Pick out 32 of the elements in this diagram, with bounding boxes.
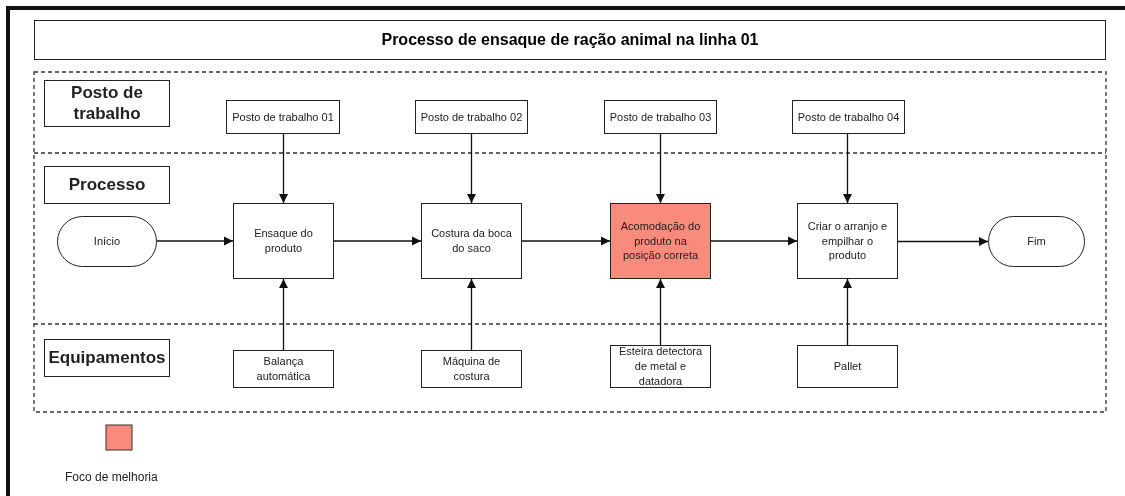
process-box: Ensaque do produto [233, 203, 334, 279]
arrow [156, 236, 234, 246]
arrow [897, 236, 989, 247]
equipment-box: Balança automática [233, 350, 334, 388]
lane-header: Processo [44, 166, 170, 204]
arrow [278, 278, 289, 351]
arrow [842, 278, 853, 346]
terminal-shape: Fim [988, 216, 1085, 267]
workstation-box: Posto de trabalho 03 [604, 100, 717, 134]
equipment-box: Máquina de costura [421, 350, 522, 388]
arrow [278, 133, 289, 204]
workstation-box: Posto de trabalho 04 [792, 100, 905, 134]
process-box: Acomodação do produto na posição correta [610, 203, 711, 279]
arrow [655, 133, 666, 204]
equipment-box: Pallet [797, 345, 898, 388]
arrow [655, 278, 666, 346]
terminal-shape: Início [57, 216, 157, 267]
arrow [842, 133, 853, 204]
process-box: Costura da boca do saco [421, 203, 522, 279]
lane-header: Equipamentos [44, 339, 170, 377]
diagram-title: Processo de ensaque de ração animal na linha 01 [34, 20, 1106, 60]
arrow [333, 236, 422, 246]
workstation-box: Posto de trabalho 01 [226, 100, 340, 134]
arrow [710, 236, 798, 246]
workstation-box: Posto de trabalho 02 [415, 100, 528, 134]
legend-label: Foco de melhoria [65, 470, 158, 484]
arrow [521, 236, 611, 246]
equipment-box: Esteira detectora de metal e datadora [610, 345, 711, 388]
arrow [466, 278, 477, 351]
process-box: Criar o arranjo e empilhar o produto [797, 203, 898, 279]
lane-header: Posto de trabalho [44, 80, 170, 127]
arrow [466, 133, 477, 204]
